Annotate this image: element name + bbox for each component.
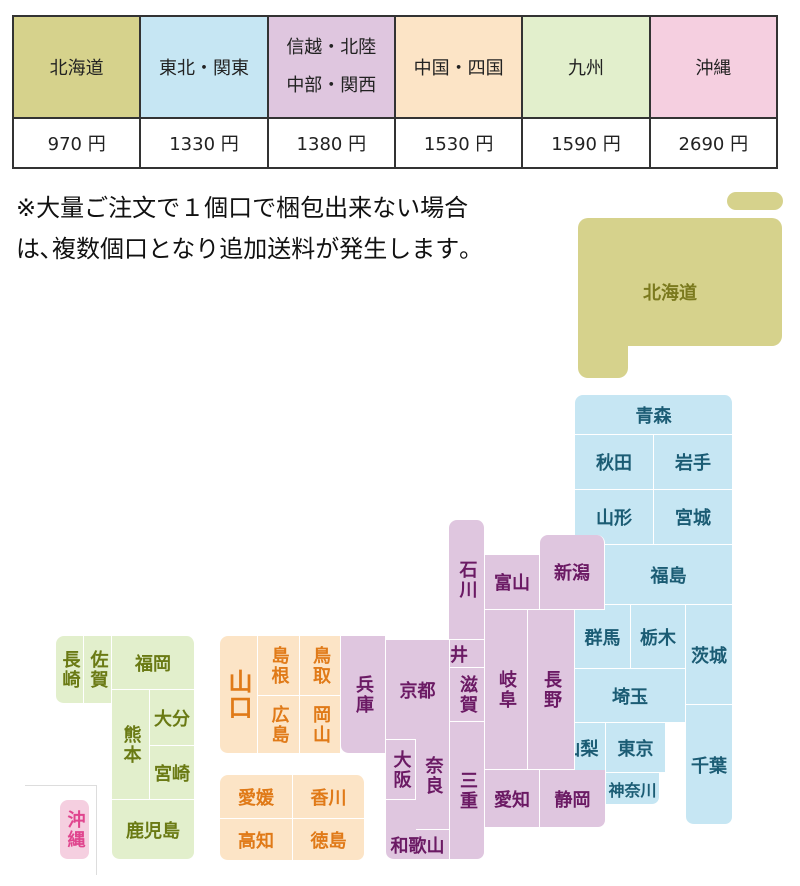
note-line-2: は､複数個口となり追加送料が発生します｡ [16,235,472,263]
note-line-1: ※大量ご注文で１個口で梱包出来ない場合 [16,194,469,222]
pref-kagoshima: 鹿児島 [112,800,195,860]
region-okinawa: 沖縄 [648,15,779,119]
pref-hyogo: 兵庫 [341,636,386,754]
pref-osaka: 大阪 [386,740,416,800]
pref-tochigi: 栃木 [631,605,686,669]
pref-shizuoka: 静岡 [540,770,606,828]
pref-aomori: 青森 [575,395,733,435]
pref-shiga: 滋賀 [450,668,485,722]
region-chubu-label: 中部・関西 [286,75,377,96]
region-chugoku-shikoku: 中国・四国 [393,15,524,119]
pref-mie-label: 三重 [457,770,478,811]
pref-hiroshima: 広島 [258,696,300,754]
pref-fukushima: 福島 [605,545,733,605]
pref-ehime: 愛媛 [220,775,293,819]
shipping-rates-table: 北海道 東北・関東 信越・北陸 中部・関西 中国・四国 九州 沖縄 970 円 … [11,15,779,169]
pref-kanagawa: 神奈川 [606,773,660,805]
pref-nagasaki: 長崎 [56,636,84,704]
pref-saga-label: 佐賀 [87,649,109,690]
okinawa-divider-vertical [96,785,97,875]
hokkaido-island-small [727,192,783,210]
pref-yamaguchi: 山口 [220,636,258,754]
region-shinetsu-chubu: 信越・北陸 中部・関西 [266,15,396,119]
pref-shimane: 島根 [258,636,300,696]
price-row: 970 円 1330 円 1380 円 1530 円 1590 円 2690 円 [11,117,779,169]
pref-nagano-label: 長野 [541,669,562,710]
region-tohoku-kanto: 東北・関東 [139,15,269,119]
pref-gunma: 群馬 [575,605,631,669]
bulk-order-note: ※大量ご注文で１個口で梱包出来ない場合 は､複数個口となり追加送料が発生します｡ [16,188,471,270]
pref-okinawa: 沖縄 [60,800,90,860]
pref-saga: 佐賀 [84,636,112,704]
pref-mie: 三重 [450,722,485,860]
pref-chiba: 千葉 [686,705,733,825]
pref-akita: 秋田 [575,435,654,490]
pref-ishikawa-label: 石川 [456,559,478,600]
pref-gifu: 岐阜 [485,610,528,770]
pref-oita: 大分 [150,690,195,746]
pref-hokkaido: 北海道 [643,283,697,304]
pref-okinawa-label: 沖縄 [64,809,86,850]
pref-aichi: 愛知 [485,770,540,828]
pref-nagano: 長野 [528,610,575,770]
pref-shimane-label: 島根 [268,645,290,686]
pref-miyazaki: 宮崎 [150,746,195,800]
price-chugoku-shikoku: 1530 円 [393,117,524,169]
pref-niigata: 新潟 [540,535,605,610]
pref-kagawa: 香川 [293,775,365,819]
pref-saitama: 埼玉 [575,669,686,723]
price-kyushu: 1590 円 [521,117,651,169]
region-shinetsu-label: 信越・北陸 [286,37,377,58]
price-tohoku-kanto: 1330 円 [139,117,269,169]
pref-shiga-label: 滋賀 [457,674,478,715]
pref-kumamoto-label: 熊本 [120,724,142,765]
wakayama-upper [386,800,416,830]
price-hokkaido: 970 円 [11,117,142,169]
pref-kochi: 高知 [220,819,293,861]
region-header-row: 北海道 東北・関東 信越・北陸 中部・関西 中国・四国 九州 沖縄 [11,15,779,119]
hokkaido-shape [578,218,782,346]
pref-nara: 奈良 [416,722,450,830]
price-okinawa: 2690 円 [648,117,779,169]
pref-tokyo: 東京 [606,723,666,773]
pref-iwate: 岩手 [654,435,733,490]
pref-tokushima: 徳島 [293,819,365,861]
hokkaido-shape-tail [578,330,628,378]
pref-yamaguchi-label: 山口 [224,668,252,721]
pref-okayama-label: 岡山 [310,704,331,745]
pref-ishikawa: 石川 [449,520,485,640]
pref-kumamoto: 熊本 [112,690,150,800]
pref-tottori-label: 鳥取 [310,645,331,686]
pref-nara-label: 奈良 [422,755,444,796]
okinawa-divider-horizontal [25,785,97,786]
pref-fukuoka: 福岡 [112,636,195,690]
pref-ibaraki: 茨城 [686,605,733,705]
pref-nagasaki-label: 長崎 [59,649,81,690]
price-shinetsu-chubu: 1380 円 [266,117,396,169]
pref-wakayama: 和歌山 [386,830,450,860]
region-kyushu: 九州 [521,15,651,119]
pref-gifu-label: 岐阜 [496,669,517,710]
pref-hyogo-label: 兵庫 [353,674,374,715]
pref-toyama: 富山 [485,555,540,610]
pref-okayama: 岡山 [300,696,341,754]
pref-tottori: 鳥取 [300,636,341,696]
region-hokkaido: 北海道 [11,15,142,119]
pref-miyagi: 宮城 [654,490,733,545]
pref-osaka-label: 大阪 [390,749,412,790]
pref-hiroshima-label: 広島 [268,704,290,745]
